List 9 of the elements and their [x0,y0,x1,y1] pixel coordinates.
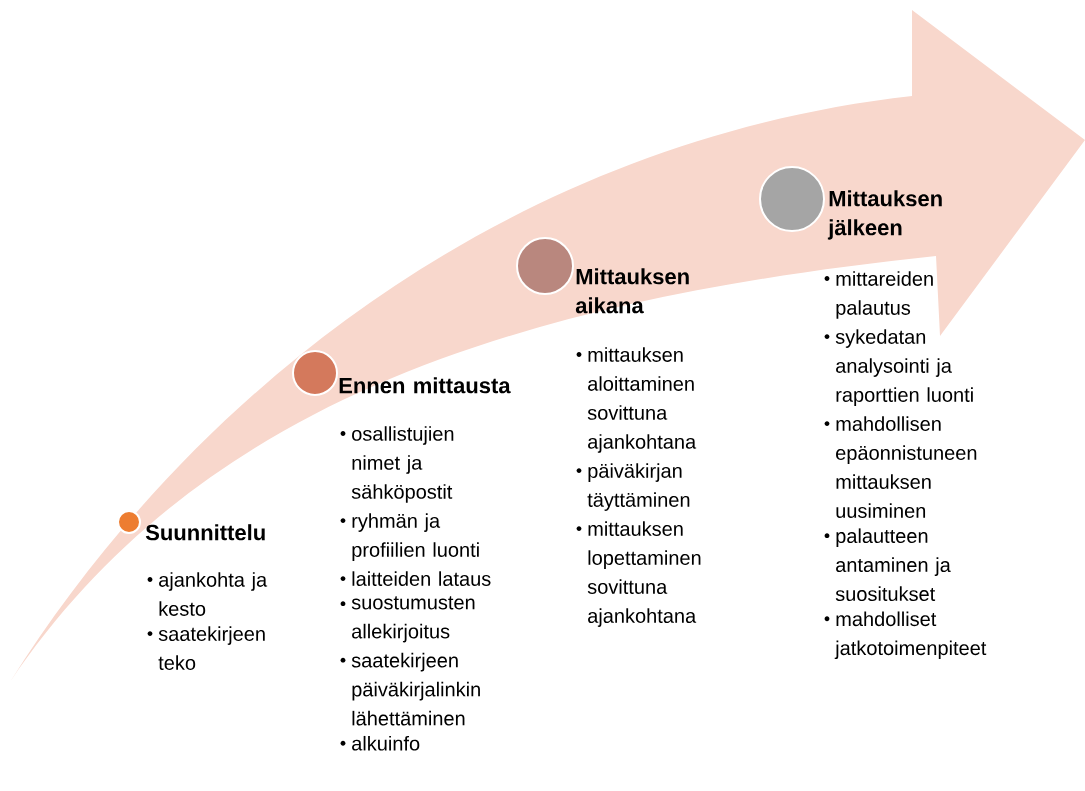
bullet-item: mittauksen lopettaminen sovittuna ajankohtana [576,521,701,627]
stage-heading: Mittauksen jälkeen [827,190,942,240]
stage-heading: Ennen mittausta [339,377,511,394]
stage-heading: Mittauksen aikana [575,268,689,314]
bullet-item: laitteiden lataus [340,571,491,586]
stage-heading: Suunnittelu [145,524,265,541]
bullet-item: alkuinfo [340,735,420,751]
bullet-item: mahdolliset jatkotoimenpiteet [824,611,987,660]
bullet-item: saatekirjeen teko [147,626,265,670]
